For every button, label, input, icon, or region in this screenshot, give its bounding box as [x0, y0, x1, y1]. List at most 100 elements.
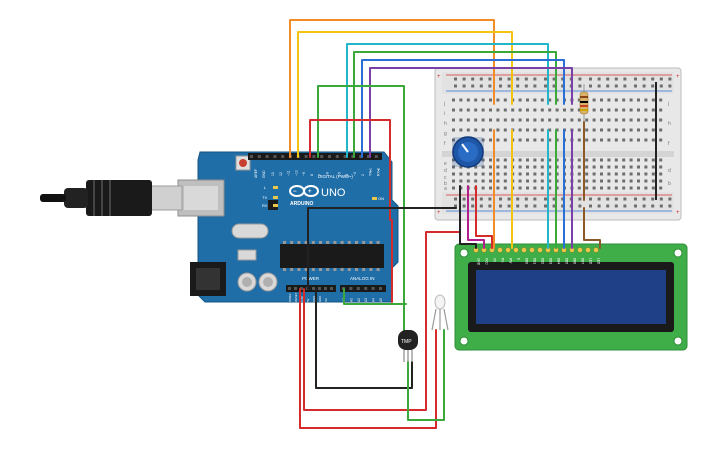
pin-label-analog: A4 — [372, 298, 376, 302]
bb-row-a: a — [444, 186, 447, 192]
pin-label-digital: 2 — [361, 174, 365, 176]
pin-label-analog: A1 — [349, 298, 353, 302]
bb-row-f-right: f — [668, 141, 670, 147]
power-jack — [190, 262, 226, 296]
bb-row-b-right: b — [668, 181, 671, 187]
lcd-pin-label: LED — [597, 258, 601, 265]
wire-magenta[interactable] — [467, 185, 485, 249]
wire-green-low[interactable] — [407, 329, 445, 421]
lcd-pin-label: E — [517, 258, 521, 260]
bb-row-e: e — [444, 161, 447, 167]
svg-text:+: + — [437, 74, 441, 80]
bb-row-d-right: d — [668, 168, 671, 174]
pin-label-digital: ~11 — [287, 170, 291, 176]
wire-orange[interactable] — [289, 19, 495, 249]
wire-black-lcd[interactable] — [459, 185, 477, 249]
lcd-screen — [476, 270, 666, 324]
pin-label-digital: ~9 — [302, 172, 306, 176]
pin-label-digital: RX◂0 — [376, 168, 380, 176]
pin-label-power: RESET — [294, 292, 298, 302]
pin-label-digital: 12 — [279, 172, 283, 176]
bb-row-b: b — [444, 181, 447, 187]
pin-label-power: GND — [312, 296, 316, 302]
atmega-chip — [280, 241, 384, 271]
lcd-pin-label: RS — [501, 258, 505, 262]
usb-cable — [40, 180, 183, 216]
bb-row-h-right: h — [668, 121, 671, 127]
lcd-pin-label: RW — [509, 258, 513, 263]
breadboard: + + + + j i h g f e d c b a j h f d b — [434, 67, 682, 221]
power-header-label: POWER — [302, 276, 320, 281]
crystal — [231, 223, 269, 239]
analog-header[interactable] — [340, 285, 386, 292]
pin-label-analog: A3 — [364, 298, 368, 302]
lcd-pin-label: DB5 — [565, 258, 569, 264]
lcd-pin-label: LED — [589, 258, 593, 265]
lcd-pin-label: DB1 — [533, 258, 537, 264]
wire-red-top[interactable] — [309, 119, 391, 221]
potentiometer[interactable] — [452, 136, 484, 168]
pin-label-power: GND — [318, 296, 322, 302]
lcd-pin-label: DB7 — [581, 258, 585, 264]
wire-cyan[interactable] — [346, 43, 549, 249]
reset-button[interactable] — [235, 155, 251, 171]
pin-label-digital: 7 — [318, 174, 322, 176]
svg-text:+: + — [676, 210, 680, 216]
svg-text:+: + — [308, 189, 312, 195]
wire-green-analog[interactable] — [343, 288, 407, 305]
bb-row-h: h — [444, 121, 447, 127]
led-tx-label: TX — [262, 195, 267, 200]
temperature-sensor[interactable]: TMP — [398, 330, 418, 362]
arduino-label: ARDUINO — [290, 201, 313, 207]
pin-label-power: IOREF — [288, 293, 292, 302]
lcd-pin-label: GND — [477, 258, 481, 266]
lcd-pin-label: DB6 — [573, 258, 577, 264]
pin-label-digital: ~5 — [337, 172, 341, 176]
wire-black-5v[interactable] — [307, 207, 457, 290]
lcd-pin-label: DB3 — [549, 258, 553, 264]
lcd-pin-label: DB0 — [525, 258, 529, 264]
wire-blue[interactable] — [361, 59, 565, 249]
bb-row-f: f — [444, 141, 446, 147]
led-rx-label: RX — [262, 203, 268, 208]
svg-text:+: + — [676, 74, 680, 80]
pin-label-analog: A2 — [357, 298, 361, 302]
pin-label-aref: AREF — [254, 169, 258, 178]
digital-header-label: DIGITAL (PWM~) — [318, 174, 353, 179]
wire-green[interactable] — [353, 51, 557, 249]
lcd-pin-label: DB2 — [541, 258, 545, 264]
pin-label-gnd: GND — [262, 170, 266, 178]
lcd-pin-label: VCC — [485, 258, 489, 265]
resistor[interactable] — [579, 84, 589, 122]
pin-label-digital: 13 — [271, 172, 275, 176]
arduino-uno[interactable]: L TX RX ON − + UNO ARDUINO DIGITAL (PWM~… — [177, 151, 399, 303]
wire-red-lcd[interactable] — [475, 185, 493, 249]
pin-label-power: 3.3V — [300, 296, 304, 302]
led-component[interactable] — [431, 294, 449, 331]
arduino-logo: − + — [289, 185, 319, 197]
pin-label-power: 5V — [306, 298, 310, 302]
svg-text:−: − — [293, 189, 297, 195]
bb-row-j-right: j — [667, 101, 669, 107]
pin-label-digital: 8 — [310, 174, 314, 176]
wire-brown[interactable] — [583, 121, 601, 249]
svg-text:+: + — [437, 210, 441, 216]
pin-label-digital: ~3 — [353, 172, 357, 176]
wire-purple[interactable] — [369, 67, 573, 249]
lcd-pin-label: DB4 — [557, 258, 561, 264]
wire-black-gnd[interactable] — [315, 288, 413, 389]
pin-label-digital: ~6 — [326, 172, 330, 176]
power-header[interactable] — [286, 285, 336, 292]
usb-connector — [177, 179, 225, 217]
bb-row-d: d — [444, 168, 447, 174]
led-l-label: L — [264, 185, 267, 190]
pin-label-digital: ~10 — [294, 170, 298, 176]
uno-label: UNO — [321, 187, 346, 199]
bb-row-c: c — [444, 175, 447, 181]
wire-red-sensor[interactable] — [299, 288, 437, 429]
pin-label-analog: A5 — [379, 298, 383, 302]
on-label: ON — [378, 196, 384, 201]
